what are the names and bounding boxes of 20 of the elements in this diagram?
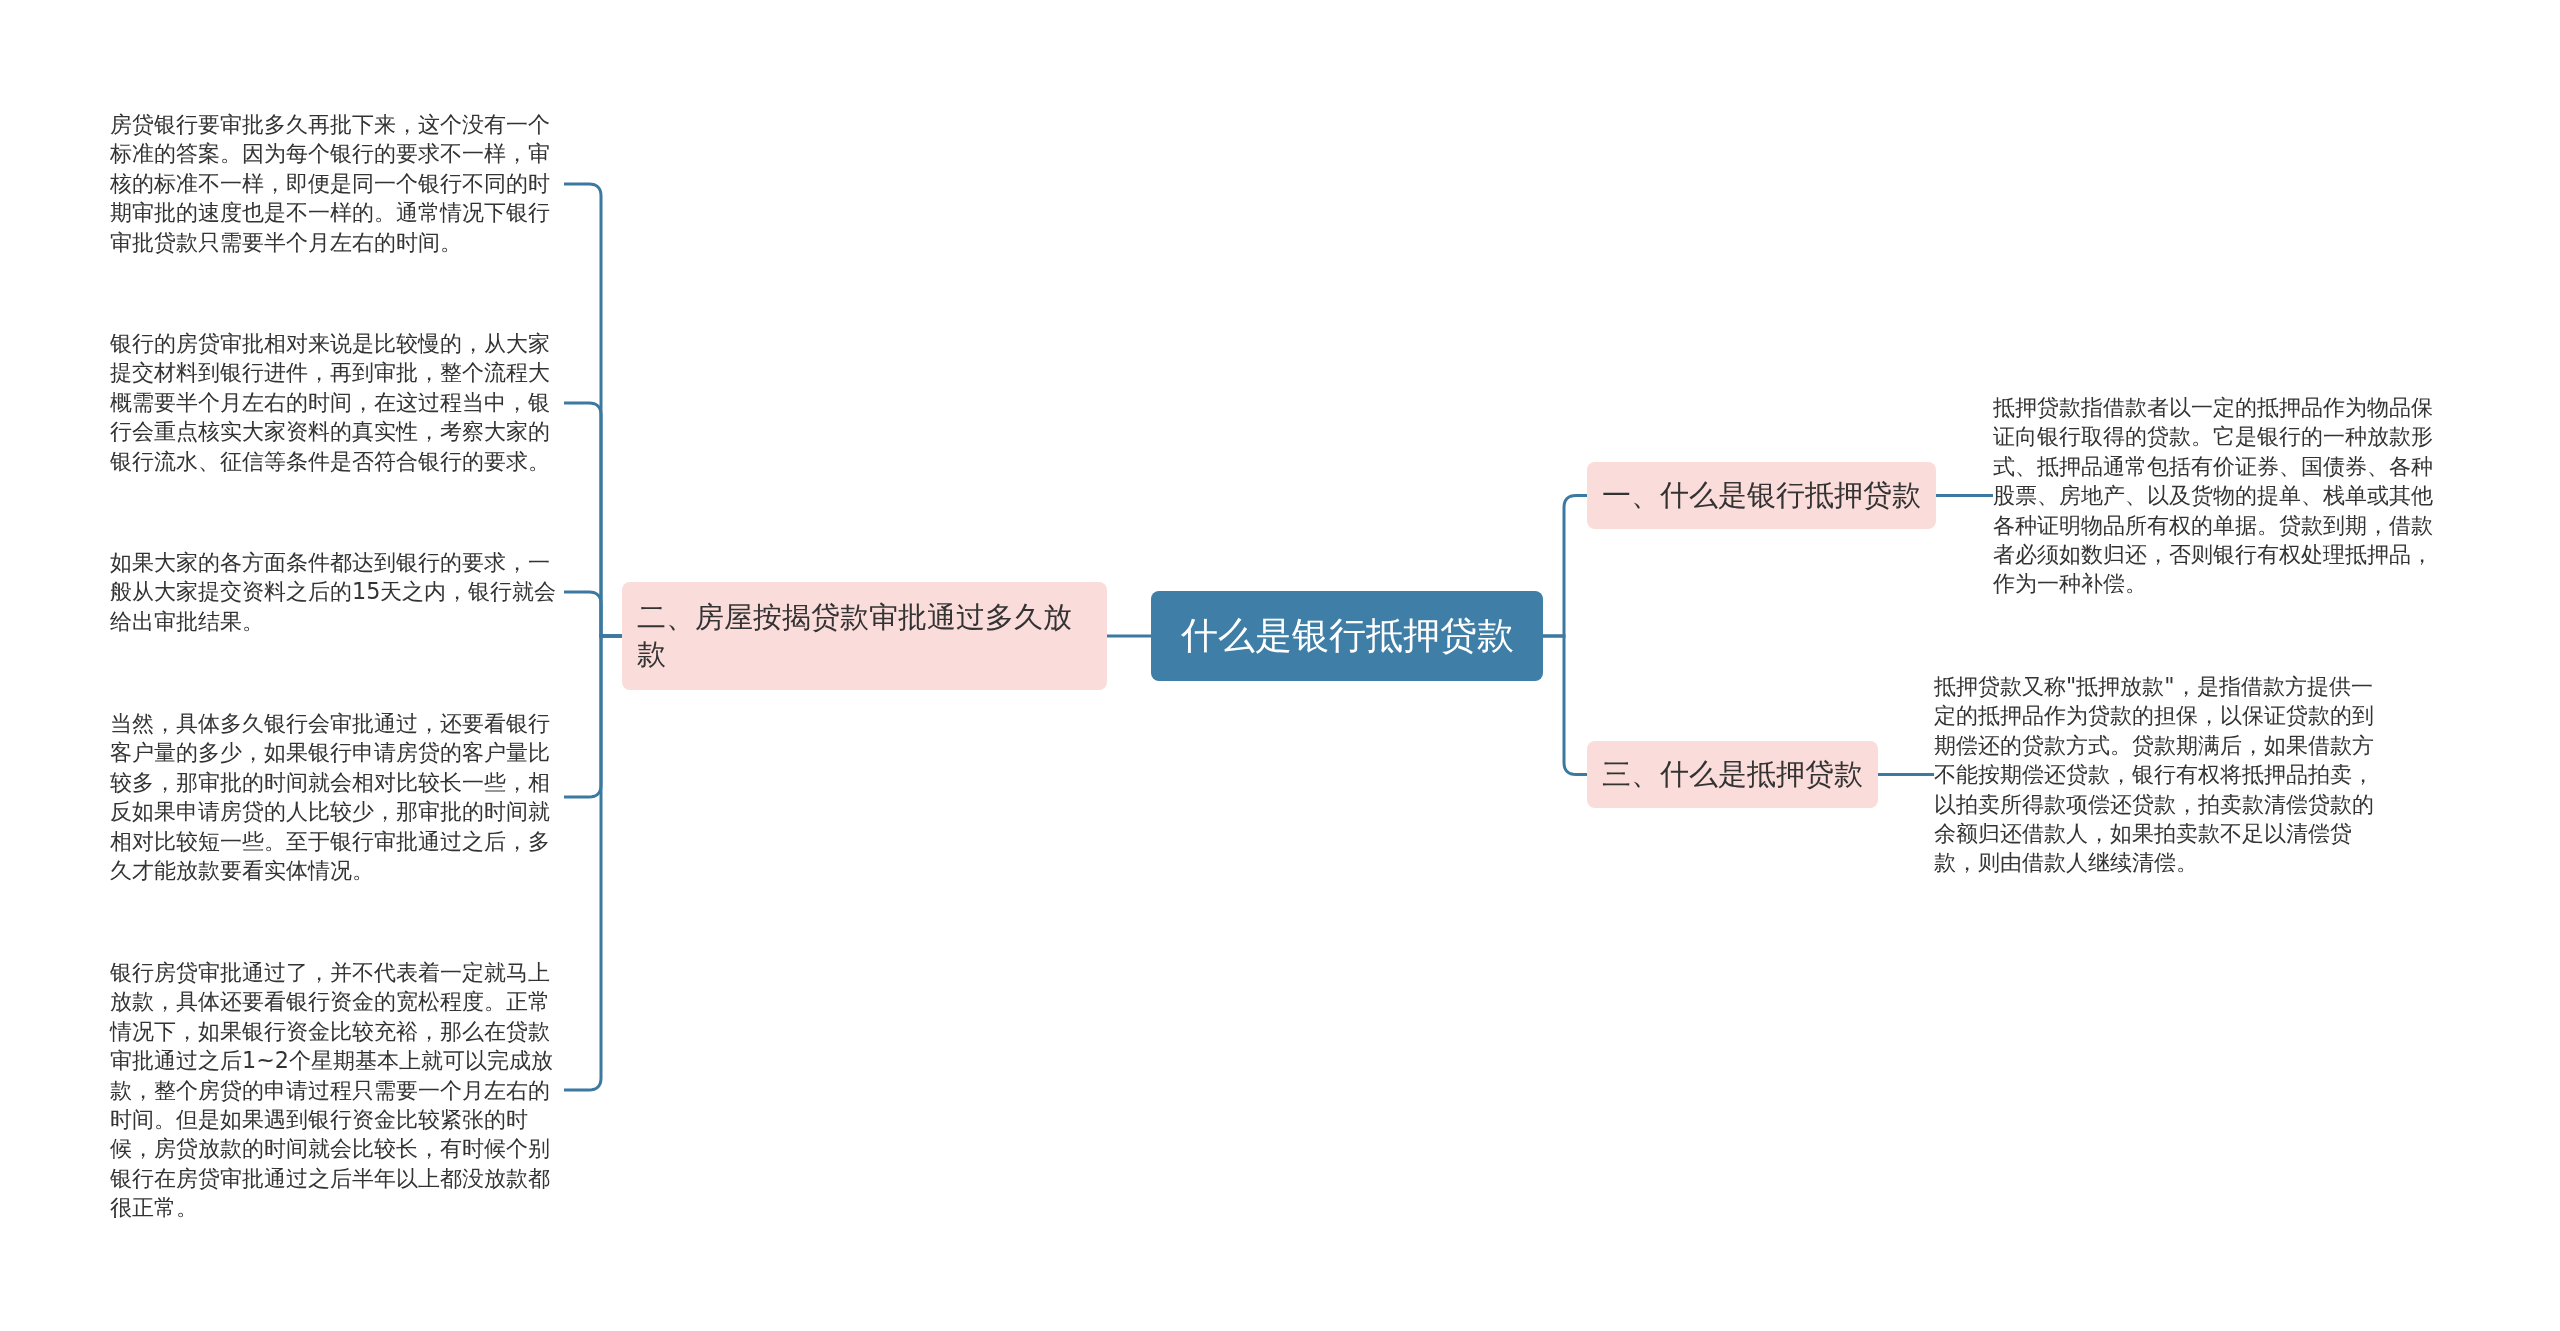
central-topic-label: 什么是银行抵押贷款 xyxy=(1180,613,1514,659)
connector-line xyxy=(1936,494,1993,497)
topic-box xyxy=(622,582,1107,690)
text-note: 抵押贷款又称"抵押放款"，是指借款方提供一定的抵押品作为贷款的担保，以保证贷款的到期偿还的贷款方式。贷款期满后，如果借款方不能按期偿还贷款，银行有权将抵押品拍卖，以拍卖所得款项偿还贷款，拍卖款清偿贷款的余额归还借款人，如果拍卖款不足以清偿贷款，则由借款人继续清偿。 xyxy=(1934,672,2388,878)
topic-label: 三、什么是抵押贷款 xyxy=(1602,756,1863,793)
text-note: 房贷银行要审批多久再批下来，这个没有一个标准的答案。因为每个银行的要求不一样，审核的标准不一样，即便是同一个银行不同的时期审批的速度也是不一样的。通常情况下银行审批贷款只需要半个月左右的时间。 xyxy=(110,110,564,258)
connector-line xyxy=(1878,773,1934,776)
text-note: 银行房贷审批通过了，并不代表着一定就马上放款，具体还要看银行资金的宽松程度。正常情况下，如果银行资金比较充裕，那么在贷款审批通过之后1~2个星期基本上就可以完成放款，整个房贷的申请过程只需要一个月左右的时间。但是如果遇到银行资金比较紧张的时候，房贷放款的时间就会比较长，有时候个别银行在房贷审批通过之后半年以上都没放款都很正常。 xyxy=(110,957,564,1223)
connector-line xyxy=(1543,634,1587,776)
text-note: 如果大家的各方面条件都达到银行的要求，一般从大家提交资料之后的15天之内，银行就会给出审批结果。 xyxy=(110,547,564,637)
connector-line xyxy=(564,634,622,1092)
topic-box xyxy=(1587,462,1936,529)
connector-line xyxy=(1107,634,1151,638)
text-note: 当然，具体多久银行会审批通过，还要看银行客户量的多少，如果银行申请房贷的客户量比较多，那审批的时间就会相对比较长一些，相反如果申请房贷的人比较少，那审批的时间就相对比较短一些。至于银行审批通过之后，多久才能放款要看实体情况。 xyxy=(110,708,564,886)
text-note: 抵押贷款指借款者以一定的抵押品作为物品保证向银行取得的贷款。它是银行的一种放款形式、抵押品通常包括有价证券、国债券、各种股票、房地产、以及货物的提单、栈单或其他各种证明物品所有权的单据。贷款到期，借款者必须如数归还，否则银行有权处理抵押品，作为一种补偿。 xyxy=(1993,393,2447,599)
topic-label: 一、什么是银行抵押贷款 xyxy=(1602,477,1921,514)
topic-box xyxy=(1587,741,1878,808)
topic-label: 二、房屋按揭贷款审批通过多久放款 xyxy=(637,599,1073,673)
central-topic-box xyxy=(1151,591,1543,681)
text-note: 银行的房贷审批相对来说是比较慢的，从大家提交材料到银行进件，再到审批，整个流程大概需要半个月左右的时间，在这过程当中，银行会重点核实大家资料的真实性，考察大家的银行流水、征信等条件是否符合银行的要求。 xyxy=(110,329,564,477)
